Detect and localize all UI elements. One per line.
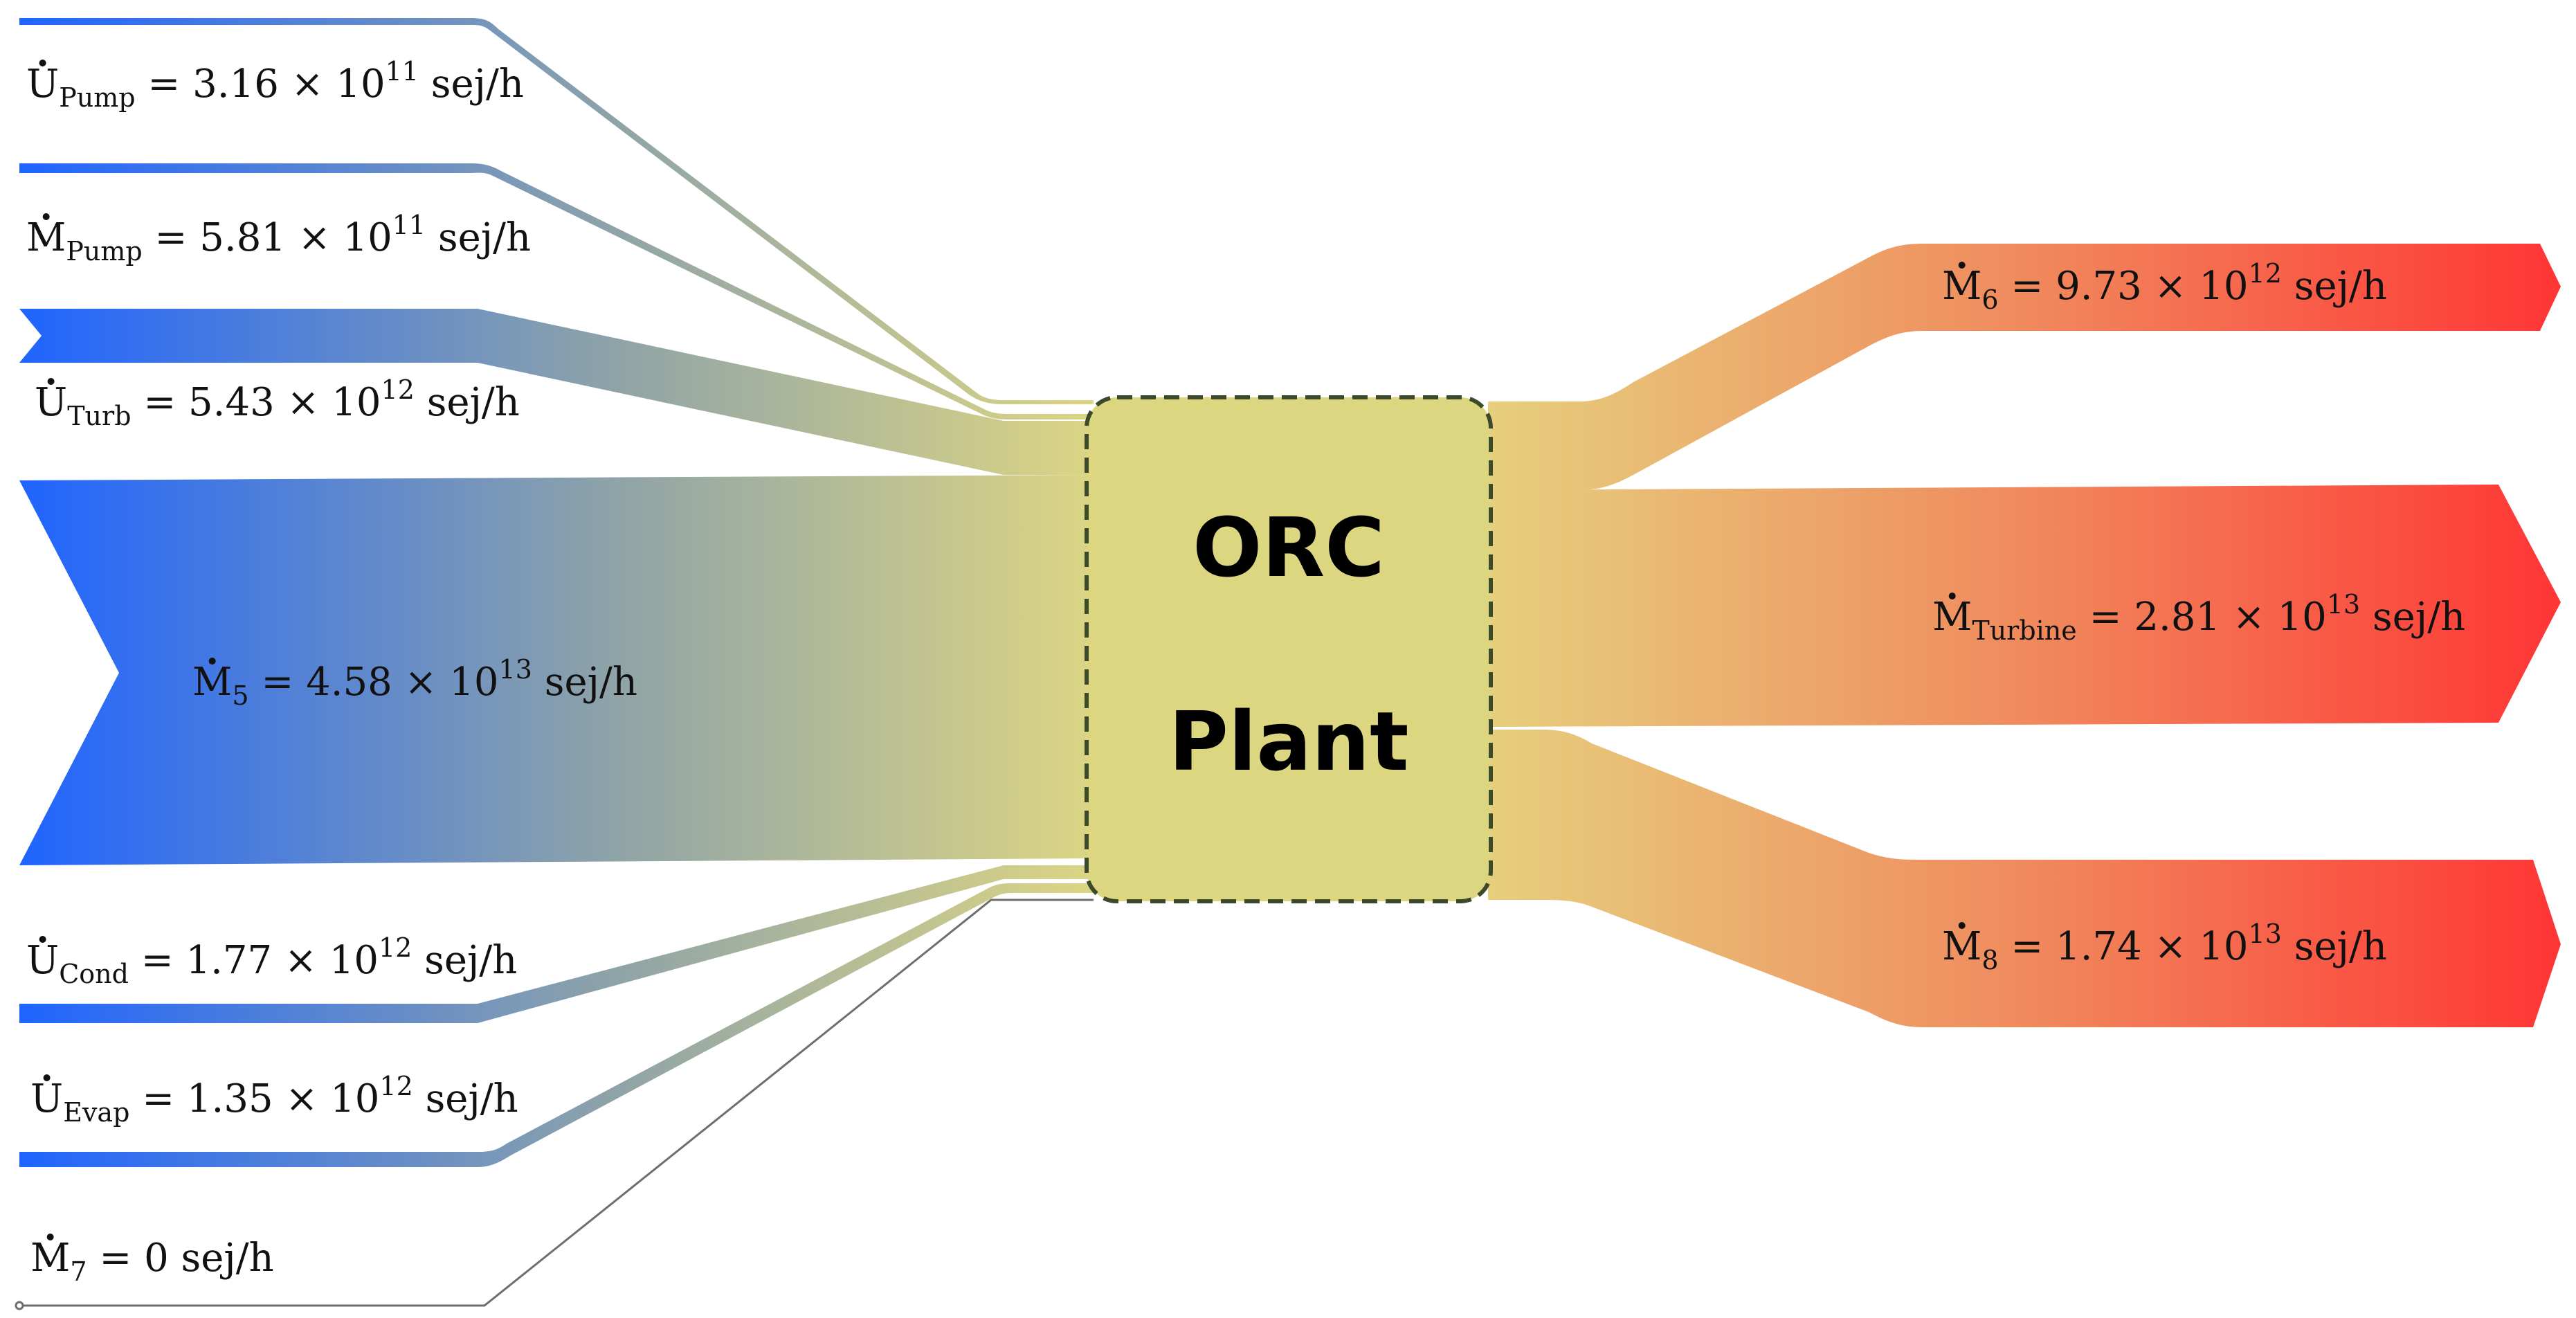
label-m-8: M8 = 1.74 × 1013 sej/h: [1942, 919, 2387, 975]
derivative-dot-mark: [43, 1074, 51, 1081]
derivative-dot-mark: [1958, 262, 1966, 269]
flow-m-7: [19, 899, 1094, 1307]
flow-m-6: [1488, 244, 2561, 490]
derivative-dot-mark: [1948, 593, 1956, 599]
plant-title-line2: Plant: [1169, 694, 1409, 789]
label-m-5: M5 = 4.58 × 1013 sej/h: [192, 654, 637, 711]
label-symbol: UEvap = 1.35 × 1012 sej/h: [30, 1071, 518, 1128]
label-symbol: UTurb = 5.43 × 1012 sej/h: [35, 374, 520, 431]
derivative-dot-mark: [1958, 922, 1966, 929]
derivative-dot-mark: [46, 1234, 54, 1240]
label-symbol: M5 = 4.58 × 1013 sej/h: [192, 654, 637, 711]
label-m-turbine: MTurbine = 2.81 × 1013 sej/h: [1932, 589, 2465, 646]
derivative-dot-mark: [208, 658, 216, 665]
label-u-cond: UCond = 1.77 × 1012 sej/h: [26, 932, 517, 989]
derivative-dot-mark: [39, 936, 46, 943]
label-symbol: UCond = 1.77 × 1012 sej/h: [26, 932, 517, 989]
label-symbol: MPump = 5.81 × 1011 sej/h: [26, 210, 531, 267]
label-u-pump: UPump = 3.16 × 1011 sej/h: [26, 56, 524, 113]
label-symbol: MTurbine = 2.81 × 1013 sej/h: [1932, 589, 2465, 646]
label-symbol: M7 = 0 sej/h: [30, 1236, 274, 1287]
flow-m-5: [19, 475, 1094, 865]
label-symbol: UPump = 3.16 × 1011 sej/h: [26, 56, 524, 113]
flow-m-7-end-dot: [15, 1301, 24, 1310]
flow-u-evap: [19, 883, 1094, 1167]
flow-u-cond: [19, 865, 1094, 1023]
flow-m-8: [1488, 730, 2561, 1027]
plant-title-line1: ORC: [1192, 500, 1385, 595]
derivative-dot-mark: [42, 213, 50, 220]
label-u-evap: UEvap = 1.35 × 1012 sej/h: [30, 1071, 518, 1128]
flow-m-turbine: [1488, 485, 2561, 727]
orc-plant-box: [1085, 395, 1493, 903]
label-symbol: M6 = 9.73 × 1012 sej/h: [1942, 258, 2387, 315]
label-u-turb: UTurb = 5.43 × 1012 sej/h: [35, 374, 520, 431]
label-symbol: M8 = 1.74 × 1013 sej/h: [1942, 919, 2387, 975]
label-m-7: M7 = 0 sej/h: [30, 1234, 274, 1287]
flow-u-turb: [19, 309, 1094, 475]
derivative-dot-mark: [47, 378, 55, 385]
derivative-dot-mark: [39, 60, 46, 66]
label-m-6: M6 = 9.73 × 1012 sej/h: [1942, 258, 2387, 315]
label-m-pump: MPump = 5.81 × 1011 sej/h: [26, 210, 531, 267]
